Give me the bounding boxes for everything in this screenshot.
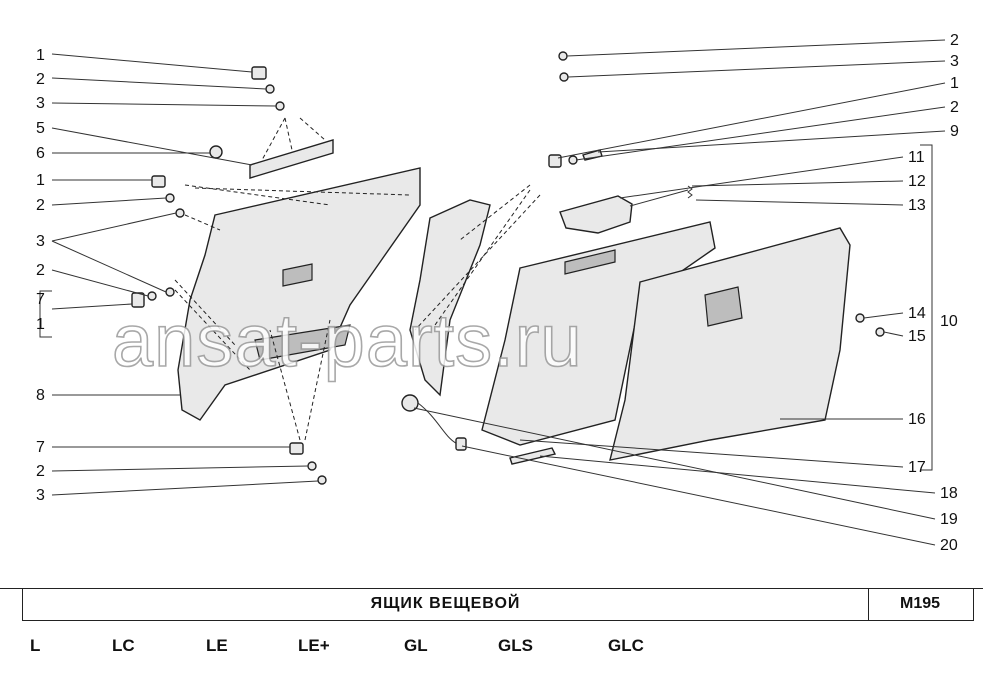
screw-left <box>165 287 175 297</box>
callout-label: 1 <box>36 47 45 64</box>
lock-mechanism <box>559 195 633 234</box>
callout-label: 13 <box>908 197 926 214</box>
variant-label: L <box>30 636 41 655</box>
callout-label: 1 <box>36 316 45 333</box>
diagram-code: M195 <box>867 588 974 621</box>
exploded-parts-diagram: 1 2 3 5 6 1 2 3 2 7 1 8 7 2 3 2 3 1 <box>36 32 959 554</box>
washer-right <box>875 327 885 337</box>
callout-label: 9 <box>950 123 959 140</box>
callout-label: 3 <box>36 95 45 112</box>
clip-top <box>251 66 267 80</box>
callout-label: 1 <box>950 75 959 92</box>
callout-label: 1 <box>36 172 45 189</box>
side-bracket <box>409 199 491 397</box>
striker-plate <box>249 139 334 179</box>
callout-label: 11 <box>908 149 925 166</box>
callout-label: 2 <box>36 71 45 88</box>
callout-label: 2 <box>950 99 959 116</box>
callout-label: 19 <box>940 511 958 528</box>
glovebox-door-outer <box>609 227 851 461</box>
callout-label: 14 <box>908 305 926 322</box>
nut-mid <box>165 193 175 203</box>
nut-top <box>265 84 275 94</box>
assembly-arrows-mid <box>184 184 411 231</box>
clip-right <box>548 154 562 168</box>
screw-mid <box>175 208 185 218</box>
door-outer-handle <box>704 286 743 327</box>
callout-label: 17 <box>908 459 926 476</box>
assembly-arrows-low <box>174 279 331 441</box>
group-bracket-10 <box>920 144 933 471</box>
callout-label: 3 <box>950 53 959 70</box>
nut-right-a <box>558 51 568 61</box>
screw-bottom <box>317 475 327 485</box>
variant-label: LE <box>206 636 228 655</box>
callout-label: 5 <box>36 120 45 137</box>
callout-label: 7 <box>36 291 45 308</box>
footer-divider <box>0 588 983 589</box>
watermark: ansat-parts.ru <box>112 299 583 382</box>
variant-label: LC <box>112 636 135 655</box>
callout-label: 20 <box>940 537 958 554</box>
variant-label: GLC <box>608 636 644 655</box>
glovebox-trim-panel <box>177 167 421 421</box>
clip-bottom <box>289 442 304 455</box>
callout-label: 6 <box>36 145 45 162</box>
callout-label: 16 <box>908 411 926 428</box>
diagram-title: ЯЩИК ВЕЩЕВОЙ <box>22 588 869 621</box>
door-inner-handle-recess <box>564 249 616 275</box>
variant-label: LE+ <box>298 636 330 655</box>
variant-label: GL <box>404 636 428 655</box>
nut-bottom <box>307 461 317 471</box>
callout-label: 15 <box>908 328 926 345</box>
callout-label: 8 <box>36 387 45 404</box>
callouts-right: 2 3 1 2 9 11 12 13 10 14 15 16 17 18 19 … <box>413 32 959 554</box>
callout-label: 12 <box>908 173 926 190</box>
lamp-wire <box>417 402 461 446</box>
callout-label: 3 <box>36 233 45 250</box>
callout-label: 2 <box>950 32 959 49</box>
screw-right-b <box>855 313 865 323</box>
callouts-left: 1 2 3 5 6 1 2 3 2 7 1 8 7 2 3 <box>36 47 319 504</box>
trim-panel-slot <box>254 324 351 361</box>
hinge-pin <box>509 447 557 465</box>
callout-label: 2 <box>36 463 45 480</box>
group-bracket-7-1 <box>39 290 52 338</box>
callout-label: 18 <box>940 485 958 502</box>
callout-label: 10 <box>940 313 958 330</box>
callout-label: 3 <box>36 487 45 504</box>
variant-label: GLS <box>498 636 533 655</box>
assembly-arrows-top <box>261 117 326 161</box>
rubber-bumper <box>209 145 223 159</box>
nut-right-b <box>568 155 578 165</box>
assembly-arrows-right <box>414 184 541 331</box>
callout-label: 2 <box>36 262 45 279</box>
wire-clip <box>455 437 467 451</box>
trim-panel-opening <box>282 263 313 287</box>
callout-label: 2 <box>36 197 45 214</box>
clip-mid <box>151 175 166 188</box>
callout-label: 7 <box>36 439 45 456</box>
screw-top <box>275 101 285 111</box>
screw-right-a <box>559 72 569 82</box>
